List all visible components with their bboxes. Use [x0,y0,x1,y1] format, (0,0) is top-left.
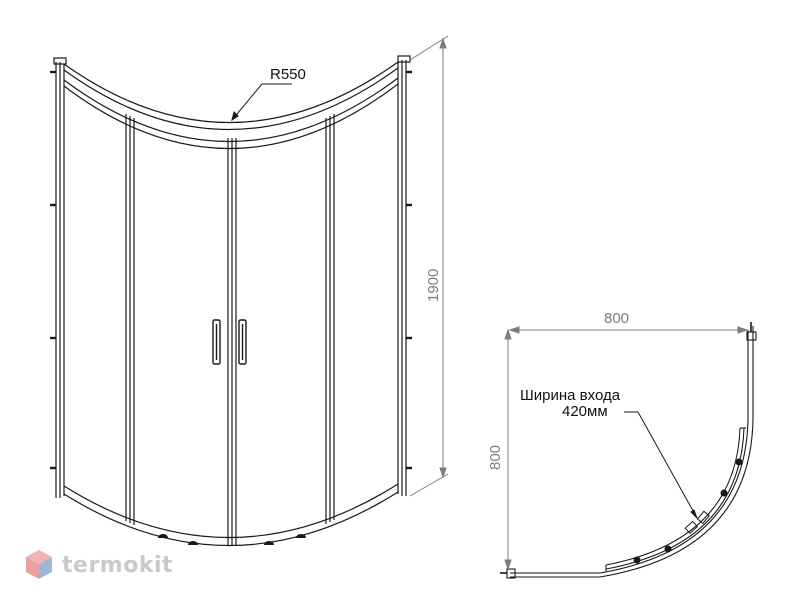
door-handles [212,319,247,365]
left-wall-profile [53,57,67,498]
radius-label: R550 [270,66,306,83]
entry-leader [624,411,698,519]
plan-view [500,322,757,579]
bottom-curved-rail [63,483,399,547]
height-dimension [409,35,449,497]
plan-depth-dimension [504,328,512,571]
brand-logo: termokit [24,548,173,582]
door-rollers [158,534,306,545]
plan-depth-label: 800 [487,445,504,470]
top-curved-rail [63,61,399,150]
front-view [50,55,412,547]
brand-logo-text: termokit [62,552,174,578]
right-wall-profile [397,55,411,496]
height-label: 1900 [425,269,442,302]
cube-logo-icon [26,550,52,579]
entry-width-title: Ширина входа [520,387,621,404]
wall-brackets [50,70,412,470]
radius-leader [231,83,292,122]
plan-width-label: 800 [604,310,629,327]
glass-panels [125,114,335,546]
plan-rollers [633,458,743,564]
plan-width-dimension [508,326,749,334]
entry-width-value: 420мм [562,403,608,420]
